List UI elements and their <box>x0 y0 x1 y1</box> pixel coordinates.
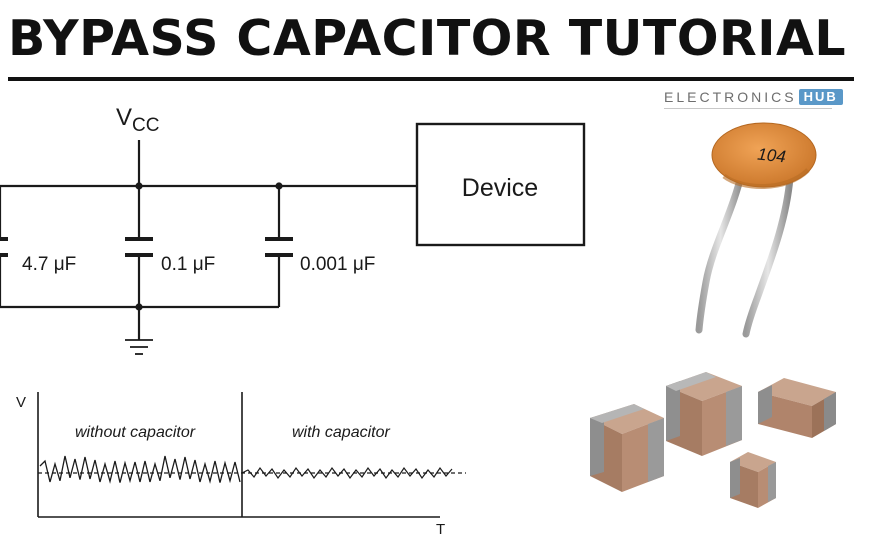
ceramic-lead-left <box>695 168 746 334</box>
bypass-circuit <box>0 122 586 355</box>
ceramic-marking: 104 <box>756 145 786 167</box>
ceramic-lead-right <box>742 174 794 338</box>
capacitor-1 <box>0 186 8 307</box>
noisy-waveform <box>39 455 241 484</box>
brand-logo: ELECTRONICS HUB <box>664 88 843 106</box>
capacitor-2-label: 0.1 μF <box>161 254 215 275</box>
device-box <box>415 122 586 247</box>
title-underline <box>8 77 854 81</box>
device-label: Device <box>462 174 538 202</box>
graph-y-label: V <box>16 394 26 411</box>
smd-chip-4 <box>730 452 776 508</box>
smd-chip-1 <box>590 404 664 492</box>
graph-right-label: with capacitor <box>292 424 390 441</box>
vcc-subscript: CC <box>132 115 159 136</box>
capacitor-1-label: 4.7 μF <box>22 254 76 275</box>
filtered-waveform <box>241 466 453 480</box>
ceramic-capacitor-photo: 104 <box>695 122 817 338</box>
junction-dots <box>135 182 283 311</box>
capacitor-3-label: 0.001 μF <box>300 254 375 275</box>
brand-underline <box>664 108 832 109</box>
graph-x-label: T <box>436 521 445 536</box>
page-title: BYPASS CAPACITOR TUTORIAL <box>8 10 847 67</box>
brand-text: ELECTRONICS <box>664 89 797 105</box>
capacitor-3 <box>265 186 293 307</box>
capacitor-2 <box>125 186 153 307</box>
smd-chip-3 <box>758 378 836 438</box>
ground-symbol <box>125 339 153 355</box>
brand-tag: HUB <box>798 89 843 105</box>
graph-left-label: without capacitor <box>75 424 196 441</box>
vcc-label: V <box>116 104 132 131</box>
smd-chip-2 <box>666 372 742 456</box>
noise-graph <box>37 392 466 518</box>
smd-capacitors-photo <box>590 372 836 508</box>
